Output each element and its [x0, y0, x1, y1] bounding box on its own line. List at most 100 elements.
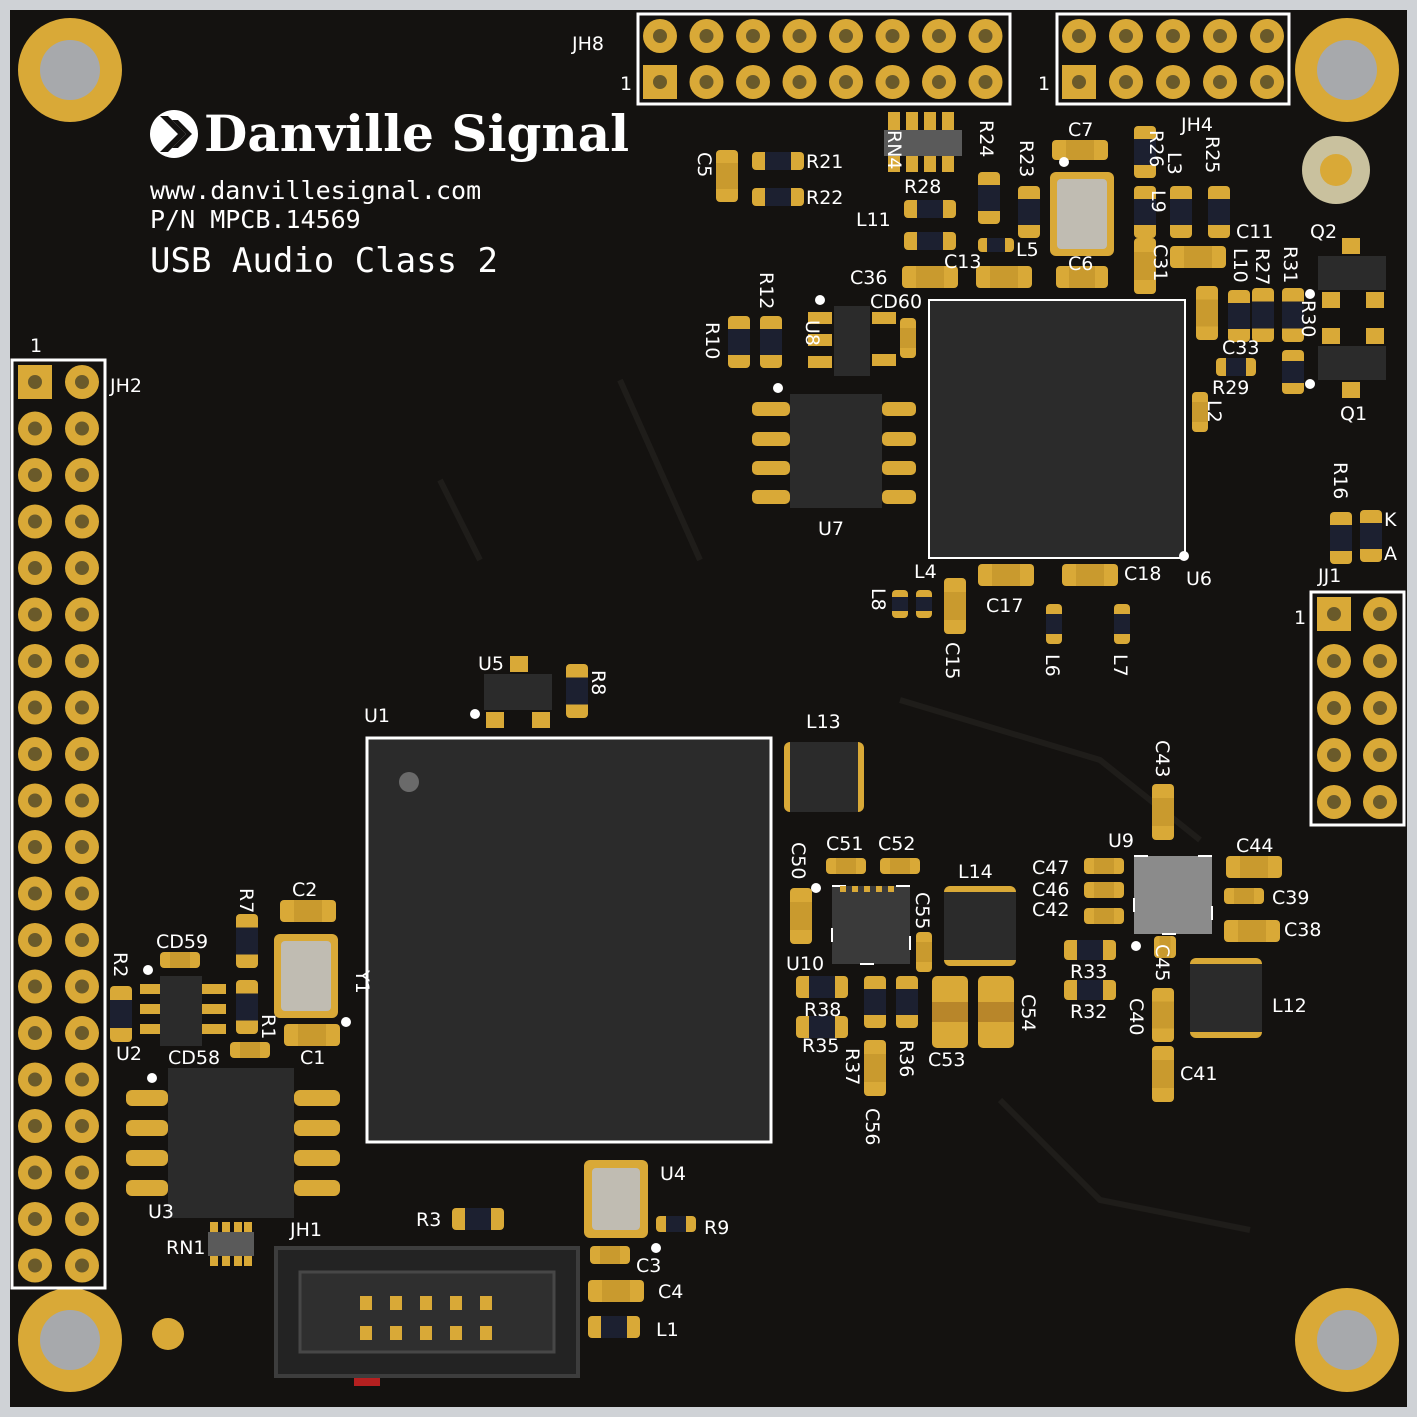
header-jh2-pin [18, 783, 52, 818]
chip-u4 [584, 1160, 648, 1238]
header-jh8-pin [968, 65, 1003, 99]
resistor [1114, 604, 1130, 644]
header-jh2 [10, 358, 107, 1290]
header-jh2-pin [18, 1109, 52, 1143]
resistor-network-rn1 [208, 1222, 254, 1266]
resistor [1134, 126, 1156, 178]
label-c4: C4 [658, 1281, 683, 1303]
resistor [904, 200, 956, 218]
mounting-hole-bottom-right [1295, 1288, 1399, 1392]
chip-u3 [126, 1068, 340, 1218]
header-jh4-pin [1250, 65, 1284, 99]
passive-components [110, 126, 1382, 1338]
header-jh8-pin [736, 19, 770, 53]
label-c31: C31 [1149, 244, 1171, 281]
header-jj1-pin1: 1 [1294, 607, 1306, 629]
label-c51: C51 [826, 833, 863, 855]
capacitor [1056, 266, 1108, 288]
header-jh2-pin [18, 458, 52, 492]
label-c33: C33 [1222, 337, 1259, 359]
transistor-q2-label: Q2 [1310, 221, 1337, 243]
header-jh8 [636, 12, 1012, 106]
chip-u6-label: U6 [1186, 568, 1212, 590]
crystal-y1 [274, 934, 338, 1018]
header-jh2-pin [18, 411, 52, 446]
header-jj1-pin [1317, 644, 1351, 678]
chip-u10-label: U10 [786, 953, 824, 975]
chip-u5 [484, 656, 552, 728]
label-cd58: CD58 [168, 1047, 220, 1069]
capacitor [716, 150, 738, 202]
chip-u8-label: U8 [801, 320, 823, 346]
resistor [728, 316, 750, 368]
chip-u9 [1133, 855, 1213, 935]
header-jh8-pin [922, 65, 956, 99]
header-jh2-pin [65, 458, 99, 492]
header-jh2-pin [18, 1202, 52, 1236]
header-jh2-pin [65, 1016, 99, 1050]
header-jh2-pin [65, 644, 99, 678]
label-r23: R23 [1015, 140, 1037, 177]
connector-jh1-label: JH1 [289, 1219, 322, 1241]
label-r7: R7 [235, 888, 257, 913]
capacitor [1226, 856, 1282, 878]
header-jh2-pin [18, 969, 52, 1004]
resistor [1064, 980, 1116, 1000]
header-jh2-pin [18, 1062, 52, 1097]
resistor [1360, 510, 1382, 562]
label-r9: R9 [704, 1217, 729, 1239]
header-jh2-pin [18, 1248, 52, 1283]
brand-logo-icon [150, 110, 198, 158]
transistor-q2 [1318, 238, 1386, 308]
header-jh8-pin [736, 65, 770, 99]
capacitor [280, 900, 336, 922]
chip-u3-label: U3 [148, 1201, 174, 1223]
header-jh4-pin [1156, 19, 1190, 53]
capacitor [1152, 1046, 1174, 1102]
chip-u7 [752, 394, 916, 508]
transistor-q1-label: Q1 [1340, 403, 1367, 425]
header-jh8-pin [782, 65, 817, 99]
header-jh4-pin [1062, 19, 1096, 53]
header-jh2-pin [18, 876, 52, 911]
resistor-network-rn4 [884, 112, 962, 172]
label-c54: C54 [1017, 994, 1039, 1031]
header-jj1-pin [1317, 691, 1351, 725]
header-jj1 [1309, 590, 1406, 827]
resistor [752, 152, 804, 170]
header-jh8-pin [875, 65, 910, 99]
capacitor [916, 932, 932, 972]
header-jh2-pin [65, 504, 99, 539]
label-c52: C52 [878, 833, 915, 855]
label-c1: C1 [300, 1047, 325, 1069]
resistor [752, 188, 804, 206]
header-jh2-pin [18, 830, 52, 864]
chip-u2 [140, 976, 226, 1046]
label-r27: R27 [1251, 248, 1273, 285]
capacitor [1196, 286, 1218, 340]
header-jj1-pin [1363, 597, 1397, 631]
chip-u10 [831, 885, 911, 965]
capacitor [976, 266, 1032, 288]
header-jh4-pin1: 1 [1038, 73, 1050, 95]
label-r21: R21 [806, 151, 843, 173]
capacitor [588, 1280, 644, 1302]
capacitor [944, 578, 966, 634]
header-jh2-pin [65, 1155, 99, 1190]
resistor [1282, 288, 1304, 342]
resistor [978, 238, 1014, 252]
label-r29: R29 [1212, 377, 1249, 399]
inductor-l12 [1190, 958, 1262, 1038]
resistor [1018, 186, 1040, 238]
crystal-y2 [1050, 172, 1114, 256]
mounting-hole-top-right [1295, 18, 1399, 122]
capacitor [1154, 936, 1176, 958]
label-l2: L2 [1203, 400, 1225, 423]
header-jh8-pin [875, 19, 910, 53]
label-c2: C2 [292, 879, 317, 901]
header-jh8-pin [643, 19, 677, 53]
label-r35: R35 [802, 1035, 839, 1057]
resistor [796, 976, 848, 998]
header-jh2-pin [65, 411, 99, 446]
capacitor [1152, 784, 1174, 840]
